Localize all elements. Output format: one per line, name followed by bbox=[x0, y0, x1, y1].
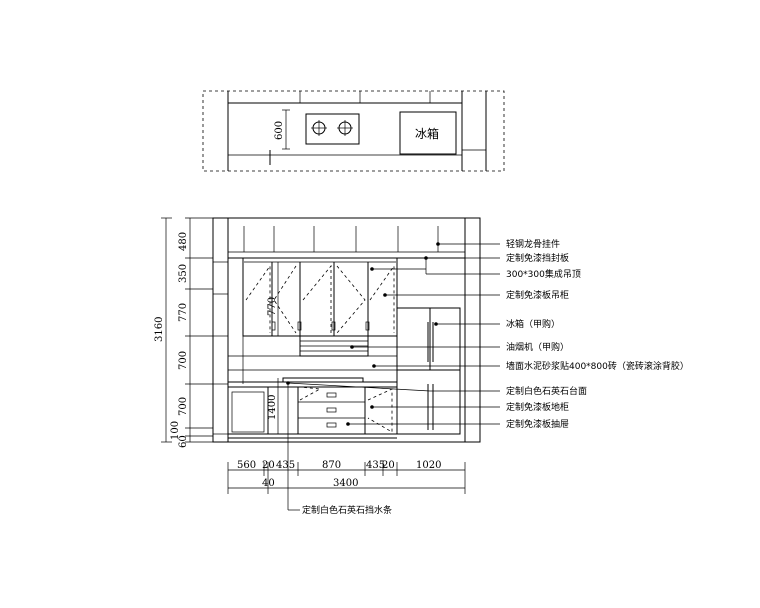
inner-dim-upper: 770 bbox=[267, 297, 278, 316]
label-light-steel-hanger: 轻钢龙骨挂件 bbox=[506, 238, 560, 250]
vdim-700-upper: 700 bbox=[178, 351, 189, 370]
base-cabinets bbox=[227, 386, 398, 435]
label-water-stop-strip: 定制白色石英石挡水条 bbox=[302, 504, 392, 516]
label-base-cabinet: 定制免漆板地柜 bbox=[506, 401, 569, 413]
hdim-1020: 1020 bbox=[416, 460, 441, 471]
hdim-435-left: 435 bbox=[276, 460, 295, 471]
fridge bbox=[396, 307, 461, 435]
label-fridge: 冰箱（甲购） bbox=[506, 318, 560, 330]
ceiling-hangers bbox=[243, 226, 439, 252]
elevation-view: 770 1400 bbox=[212, 217, 481, 443]
vdim-60: 60 bbox=[178, 435, 189, 448]
plan-depth-dim: 600 bbox=[274, 121, 285, 140]
vdim-700-lower: 700 bbox=[178, 397, 189, 416]
vdim-350: 350 bbox=[178, 264, 189, 283]
hdim-total: 3400 bbox=[333, 478, 358, 489]
inner-dim-lower: 1400 bbox=[267, 395, 278, 420]
label-countertop: 定制白色石英石台面 bbox=[506, 385, 587, 397]
vertical-dimensions: 480 350 770 700 700 100 60 3160 bbox=[154, 217, 213, 448]
horizontal-dimensions: 560 20 435 870 435 20 1020 40 3400 bbox=[227, 460, 466, 494]
hdim-435-right: 435 bbox=[366, 460, 385, 471]
annotation-leaders bbox=[286, 242, 500, 511]
hdim-870: 870 bbox=[322, 460, 341, 471]
hdim-40: 40 bbox=[262, 478, 275, 489]
vdim-770: 770 bbox=[178, 303, 189, 322]
label-integrated-ceiling: 300*300集成吊顶 bbox=[506, 268, 581, 280]
label-sealing-board: 定制免漆挡封板 bbox=[506, 252, 569, 264]
plan-fridge-label: 冰箱 bbox=[415, 126, 439, 141]
label-wall-cabinet: 定制免漆板吊柜 bbox=[506, 289, 569, 301]
plan-fridge bbox=[399, 111, 457, 155]
hdim-20-left: 20 bbox=[262, 460, 275, 471]
hdim-560: 560 bbox=[237, 460, 256, 471]
label-range-hood: 油烟机（甲购） bbox=[506, 341, 569, 353]
plan-view: 600 冰箱 bbox=[202, 90, 505, 172]
gas-hob bbox=[305, 113, 360, 145]
hdim-20-right: 20 bbox=[382, 460, 395, 471]
vdim-total: 3160 bbox=[154, 317, 165, 342]
vdim-100: 100 bbox=[170, 421, 181, 440]
vdim-480: 480 bbox=[178, 232, 189, 251]
label-drawers: 定制免漆板抽屉 bbox=[506, 418, 569, 430]
label-wall-tile: 墙面水泥砂浆贴400*800砖（瓷砖滚涂背胶） bbox=[506, 360, 689, 372]
annotation-labels: 轻钢龙骨挂件 定制免漆挡封板 300*300集成吊顶 定制免漆板吊柜 冰箱（甲购… bbox=[302, 238, 689, 516]
